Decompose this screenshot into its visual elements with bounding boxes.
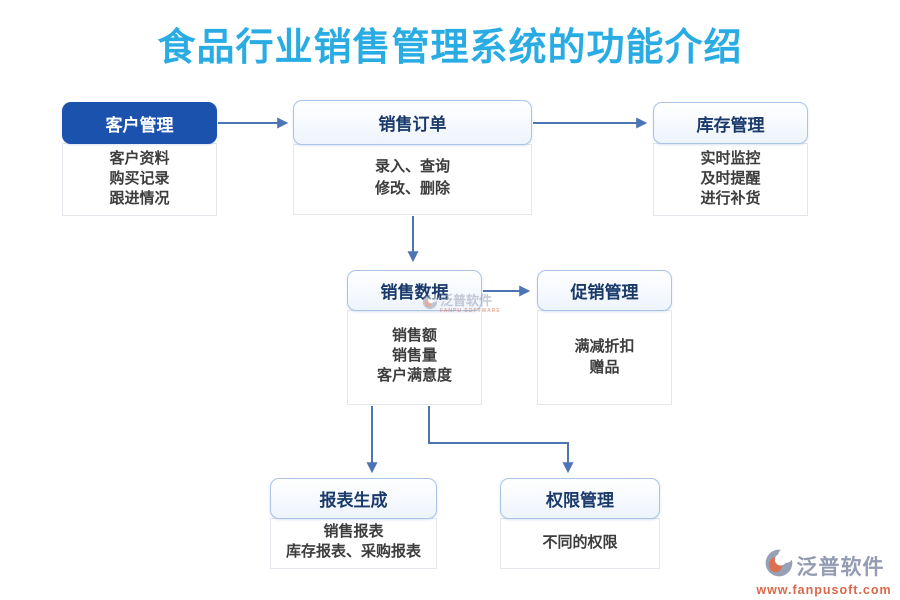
node-promotion-line: 满减折扣 — [574, 338, 635, 355]
node-orders-line: 修改、删除 — [374, 180, 450, 197]
node-reports-title: 报表生成 — [319, 491, 388, 510]
node-inventory-header: 库存管理 — [653, 102, 808, 144]
node-customer-title: 客户管理 — [105, 115, 174, 135]
node-salesdata: 销售数据 销售额 销售量 客户满意度 — [347, 270, 482, 405]
node-reports-line: 库存报表、采购报表 — [285, 543, 421, 560]
node-permissions: 权限管理 不同的权限 — [500, 478, 660, 569]
node-inventory-title: 库存管理 — [696, 115, 765, 135]
node-salesdata-line: 客户满意度 — [376, 367, 452, 384]
node-orders-title: 销售订单 — [378, 115, 447, 134]
watermark-text: 泛普软件 — [440, 293, 493, 308]
node-salesdata-line: 销售量 — [391, 347, 437, 364]
node-inventory-line: 进行补货 — [700, 190, 761, 207]
node-customer-line: 客户资料 — [109, 150, 170, 167]
node-customer-line: 购买记录 — [109, 170, 170, 187]
node-salesdata-line: 销售额 — [391, 327, 437, 344]
node-reports: 报表生成 销售报表 库存报表、采购报表 — [270, 478, 437, 569]
logo-name: 泛普软件 — [796, 555, 885, 579]
node-promotion-title: 促销管理 — [570, 283, 639, 302]
node-promotion-body: 满减折扣 赠品 — [537, 310, 672, 405]
fanpu-logo: 泛普软件 www.fanpusoft.com — [750, 548, 898, 597]
node-orders-body: 录入、查询 修改、删除 — [293, 144, 532, 215]
node-orders-header: 销售订单 — [293, 100, 532, 145]
node-reports-header: 报表生成 — [270, 478, 437, 519]
node-permissions-header: 权限管理 — [500, 478, 660, 519]
node-salesdata-body: 销售额 销售量 客户满意度 — [347, 310, 482, 405]
node-customer-header: 客户管理 — [62, 102, 217, 144]
node-orders-line: 录入、查询 — [374, 158, 450, 175]
node-orders: 销售订单 录入、查询 修改、删除 — [293, 100, 532, 215]
logo-url: www.fanpusoft.com — [756, 583, 892, 597]
node-permissions-title: 权限管理 — [546, 491, 614, 510]
fanpu-logo-icon — [764, 548, 794, 583]
node-reports-body: 销售报表 库存报表、采购报表 — [270, 518, 437, 569]
node-customer: 客户管理 客户资料 购买记录 跟进情况 — [62, 102, 217, 216]
node-promotion-header: 促销管理 — [537, 270, 672, 311]
watermark-caption: FANPU SOFTWARE — [440, 308, 501, 314]
node-promotion: 促销管理 满减折扣 赠品 — [537, 270, 672, 405]
node-inventory-body: 实时监控 及时提醒 进行补货 — [653, 143, 808, 216]
diagram-title: 食品行业销售管理系统的功能介绍 — [157, 27, 743, 69]
node-promotion-line: 赠品 — [589, 359, 620, 376]
fanpu-logo-icon — [422, 294, 438, 315]
arrow-salesdata-to-permissions — [428, 406, 574, 474]
node-inventory-line: 实时监控 — [700, 150, 761, 167]
node-permissions-line: 不同的权限 — [542, 534, 618, 551]
node-customer-body: 客户资料 购买记录 跟进情况 — [62, 143, 217, 216]
node-customer-line: 跟进情况 — [109, 190, 170, 207]
node-permissions-body: 不同的权限 — [500, 518, 660, 569]
watermark: 泛普软件 FANPU SOFTWARE — [422, 294, 501, 315]
node-inventory: 库存管理 实时监控 及时提醒 进行补货 — [653, 102, 808, 216]
node-reports-line: 销售报表 — [323, 523, 384, 540]
node-inventory-line: 及时提醒 — [700, 170, 761, 187]
